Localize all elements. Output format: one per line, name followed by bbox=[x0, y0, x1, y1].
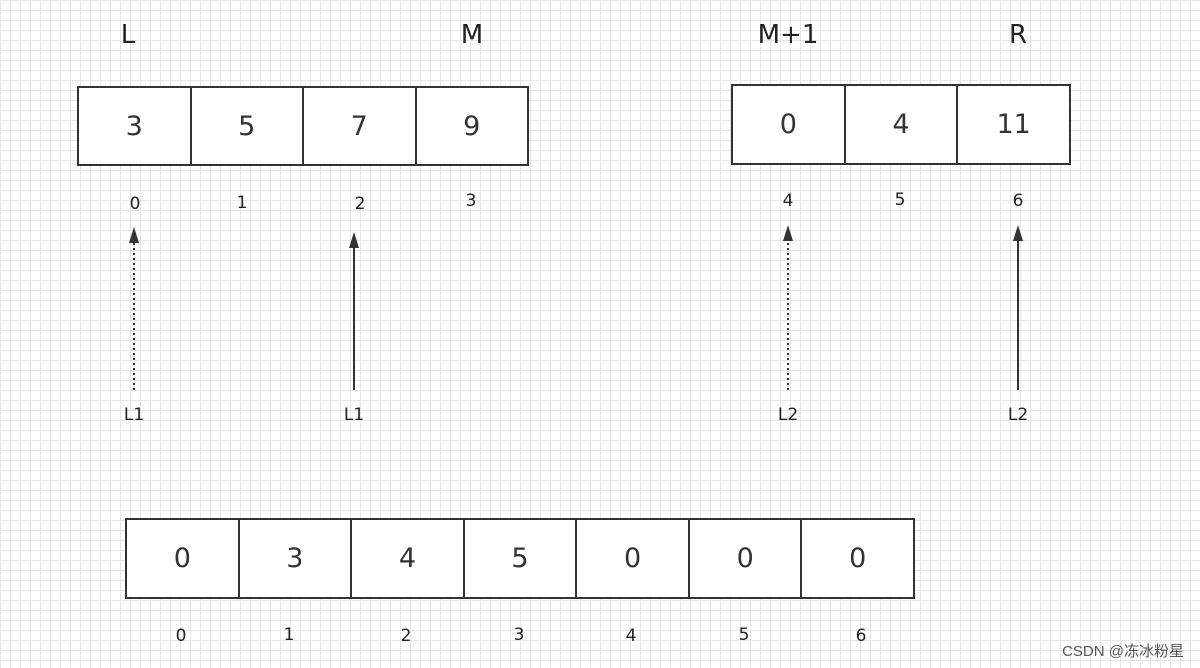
label-m-plus-1: M+1 bbox=[757, 20, 819, 50]
label-l: L bbox=[120, 20, 136, 50]
l1-prev-arrowhead bbox=[129, 227, 139, 243]
right-subarray: 0 4 11 bbox=[731, 84, 1071, 165]
pointer-label-l1-cur: L1 bbox=[343, 405, 365, 425]
index-label: 5 bbox=[738, 625, 750, 645]
l2-prev-arrowhead bbox=[783, 225, 793, 241]
pointer-label-l1-prev: L1 bbox=[123, 405, 145, 425]
label-m: M bbox=[460, 20, 484, 50]
array-cell: 7 bbox=[304, 88, 417, 164]
pointer-label-l2-prev: L2 bbox=[777, 405, 799, 425]
array-cell: 0 bbox=[733, 86, 846, 163]
array-cell: 3 bbox=[240, 520, 353, 597]
array-cell: 0 bbox=[849, 543, 867, 574]
index-label: 5 bbox=[894, 190, 906, 210]
l1-cur-arrowhead bbox=[349, 232, 359, 248]
array-cell: 0 bbox=[690, 520, 803, 597]
array-cell: 11 bbox=[996, 109, 1031, 140]
index-label: 4 bbox=[625, 626, 637, 646]
pointer-label-l2-cur: L2 bbox=[1007, 405, 1029, 425]
index-label: 0 bbox=[129, 194, 141, 214]
label-r: R bbox=[1008, 20, 1028, 50]
array-cell: 0 bbox=[127, 520, 240, 597]
index-label: 2 bbox=[400, 626, 412, 646]
array-cell: 0 bbox=[577, 520, 690, 597]
index-label: 2 bbox=[354, 194, 366, 214]
array-cell: 5 bbox=[192, 88, 304, 164]
index-label: 0 bbox=[175, 626, 187, 646]
array-cell: 4 bbox=[846, 86, 959, 163]
array-cell: 5 bbox=[465, 520, 578, 597]
watermark: CSDN @冻冰粉星 bbox=[1062, 643, 1184, 660]
left-subarray: 3 5 7 9 bbox=[77, 86, 529, 166]
merged-array: 0 3 4 5 0 0 0 bbox=[125, 518, 915, 599]
l2-cur-arrowhead bbox=[1013, 225, 1023, 241]
index-label: 6 bbox=[855, 626, 867, 646]
index-label: 6 bbox=[1012, 191, 1024, 211]
index-label: 4 bbox=[782, 191, 794, 211]
index-label: 3 bbox=[465, 191, 477, 211]
array-cell: 9 bbox=[463, 110, 481, 142]
index-label: 1 bbox=[236, 193, 248, 213]
index-label: 3 bbox=[513, 625, 525, 645]
array-cell: 4 bbox=[352, 520, 465, 597]
index-label: 1 bbox=[283, 625, 295, 645]
array-cell: 3 bbox=[79, 88, 192, 164]
